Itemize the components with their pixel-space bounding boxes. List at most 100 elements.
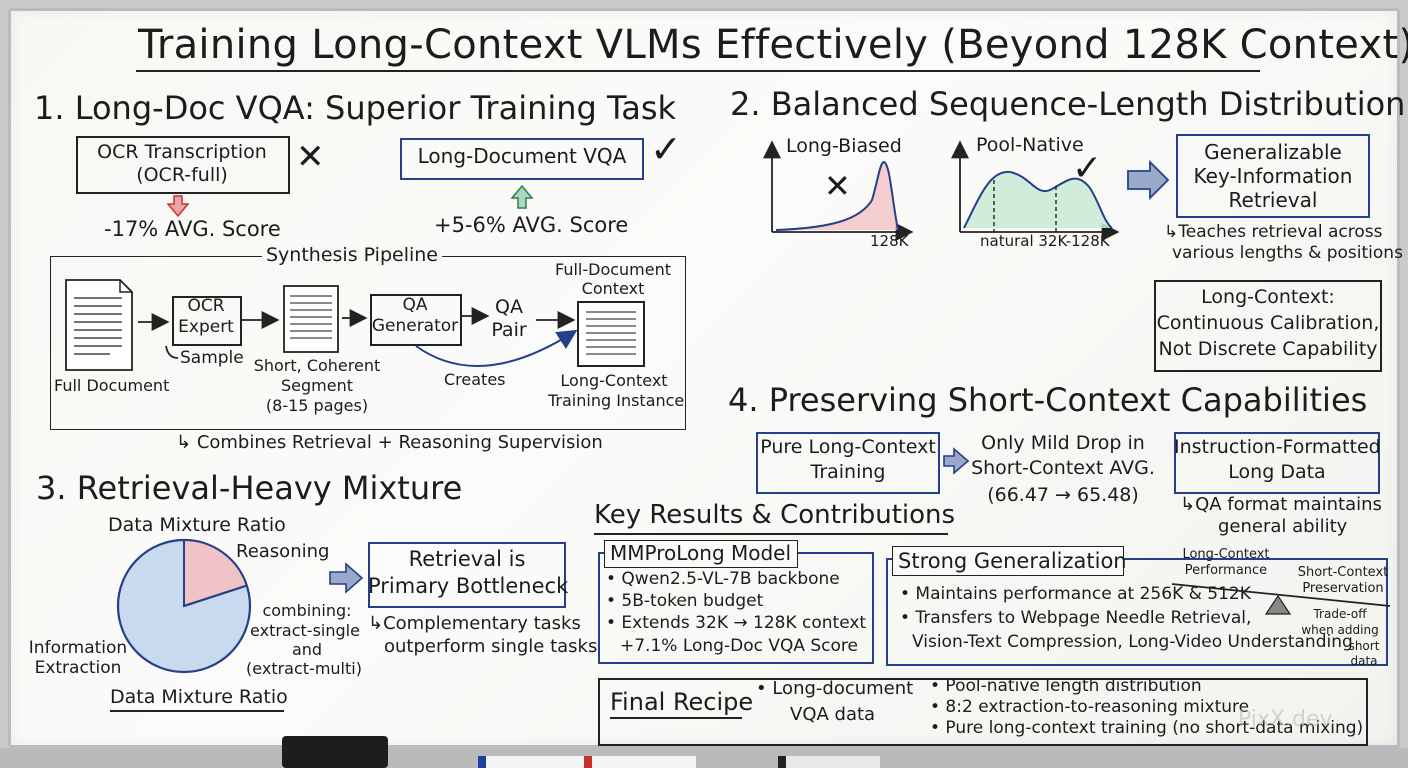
pipeline-title: Synthesis Pipeline bbox=[265, 244, 438, 266]
model-bullet-3: • Extends 32K → 128K context bbox=[606, 613, 867, 633]
generalizable-box bbox=[1176, 134, 1370, 218]
pie-info-line2: Extraction bbox=[136, 633, 224, 653]
hook-arrow-icon: ↳ bbox=[368, 613, 384, 634]
pure-box-line1: Pure Long-Context bbox=[760, 436, 936, 458]
teaches-line2: various lengths & positions bbox=[1172, 243, 1403, 263]
full-context-line1: Full-Document bbox=[554, 260, 672, 279]
pool-native-label: Pool-Native bbox=[976, 134, 1084, 156]
mild-drop-line1: Only Mild Drop in bbox=[981, 432, 1145, 454]
natural-range-label: natural 32K-128K bbox=[980, 232, 1110, 250]
calib-line2: Continuous Calibration, bbox=[1156, 312, 1380, 334]
qa-pair-line2: Pair bbox=[491, 319, 527, 341]
qa-format-line1: ↳QA format maintains bbox=[1180, 494, 1382, 515]
reasoning-label: Reasoning bbox=[236, 541, 330, 562]
final-recipe-label: Final Recipe bbox=[610, 688, 754, 716]
watermark: PixX.dev bbox=[1238, 707, 1333, 732]
ocr-score: -17% AVG. Score bbox=[104, 217, 281, 241]
page-title: Training Long-Context VLMs Effectively (… bbox=[138, 22, 1408, 68]
segment-line2: Segment bbox=[281, 376, 353, 395]
generalization-title-box bbox=[892, 546, 1124, 576]
segment-line3: (8-15 pages) bbox=[265, 396, 369, 415]
long-biased-cross-icon: ✕ bbox=[824, 167, 851, 205]
instruction-formatted-box bbox=[1174, 432, 1380, 494]
generalization-title: Strong Generalization bbox=[898, 549, 1127, 573]
sc-pres-line1: Short-Context bbox=[1297, 565, 1389, 580]
pie-info-line1: Information bbox=[130, 613, 230, 633]
lc-perf-line2: Performance bbox=[1184, 563, 1268, 578]
marker-tray bbox=[0, 748, 1408, 768]
ocr-cross-icon: ✕ bbox=[296, 137, 325, 177]
qa-format-line2: general ability bbox=[1218, 516, 1348, 537]
vqa-score: +5-6% AVG. Score bbox=[434, 213, 629, 237]
mmprolong-title: MMProLong Model bbox=[610, 541, 792, 565]
sc-pres-line2: Preservation bbox=[1302, 581, 1384, 596]
combining-line4: (extract-multi) bbox=[246, 659, 362, 678]
gen-bullet-2: • Transfers to Webpage Needle Retrieval, bbox=[900, 608, 1252, 628]
info-outside-line2: Extraction bbox=[34, 658, 122, 678]
calib-line1: Long-Context: bbox=[1201, 286, 1335, 308]
model-bullet-1: • Qwen2.5-VL-7B backbone bbox=[606, 569, 840, 589]
pure-long-context-box bbox=[756, 432, 940, 494]
mild-drop-line2: Short-Context AVG. bbox=[971, 457, 1155, 479]
pipeline-note: ↳ Combines Retrieval + Reasoning Supervi… bbox=[176, 432, 603, 453]
section4-heading: 4. Preserving Short-Context Capabilities bbox=[728, 381, 1368, 419]
eraser[interactable] bbox=[282, 736, 388, 768]
full-context-line2: Context bbox=[581, 279, 645, 298]
bottleneck-line1: Retrieval is bbox=[408, 547, 526, 571]
model-bullet-2: • 5B-token budget bbox=[606, 591, 764, 611]
vqa-check-icon: ✓ bbox=[650, 127, 682, 171]
combining-line3: and bbox=[291, 640, 323, 659]
calib-line3: Not Discrete Capability bbox=[1158, 338, 1378, 360]
qa-format-text1: QA format maintains bbox=[1195, 494, 1382, 515]
hook-arrow-icon: ↳ bbox=[1164, 222, 1179, 242]
section1-heading: 1. Long-Doc VQA: Superior Training Task bbox=[34, 89, 677, 127]
teaches-text1: Teaches retrieval across bbox=[1178, 222, 1383, 242]
mmprolong-title-box bbox=[604, 540, 798, 568]
instance-line2: Training Instance bbox=[548, 391, 685, 410]
generalization-panel bbox=[886, 558, 1388, 666]
final-recipe-underline bbox=[610, 717, 742, 719]
black-marker[interactable] bbox=[778, 756, 880, 768]
complementary-line1: ↳Complementary tasks bbox=[368, 613, 581, 634]
pipeline-note-text: Combines Retrieval + Reasoning Supervisi… bbox=[196, 432, 603, 453]
recipe-col2-line2: • 8:2 extraction-to-reasoning mixture bbox=[930, 697, 1250, 717]
qa-pair-line1: QA bbox=[495, 296, 523, 318]
ocr-transcription-box bbox=[76, 136, 290, 194]
gen-box-line2: Key-Information bbox=[1193, 164, 1353, 188]
gen-bullet-1: • Maintains performance at 256K & 512K bbox=[900, 584, 1251, 604]
combining-line1: combining: bbox=[262, 601, 352, 620]
tradeoff-line4: data bbox=[1350, 654, 1378, 668]
creates-label: Creates bbox=[444, 370, 506, 389]
red-marker[interactable] bbox=[584, 756, 696, 768]
qa-generator-line2: Generator bbox=[371, 316, 459, 336]
ocr-expert-line2: Expert bbox=[178, 317, 234, 337]
ocr-box-line2: (OCR-full) bbox=[136, 164, 228, 186]
mild-drop-line3: (66.47 → 65.48) bbox=[987, 484, 1139, 506]
instr-box-line2: Long Data bbox=[1228, 461, 1326, 483]
ocr-expert-line1: OCR bbox=[187, 296, 225, 316]
pure-box-line2: Training bbox=[810, 461, 886, 483]
complementary-line2: outperform single tasks bbox=[384, 636, 598, 657]
instance-line1: Long-Context bbox=[560, 371, 668, 390]
recipe-col1-line1: • Long-document bbox=[756, 678, 914, 699]
pool-native-check-icon: ✓ bbox=[1072, 148, 1103, 189]
section2-heading: 2. Balanced Sequence-Length Distribution bbox=[730, 85, 1406, 123]
section3-heading: 3. Retrieval-Heavy Mixture bbox=[36, 469, 463, 507]
long-biased-label: Long-Biased bbox=[786, 135, 902, 157]
bottleneck-box bbox=[368, 542, 566, 608]
results-heading: Key Results & Contributions bbox=[594, 500, 956, 530]
gen-bullet-3: Vision-Text Compression, Long-Video Unde… bbox=[912, 632, 1353, 652]
recipe-col2-line1: • Pool-native length distribution bbox=[930, 676, 1202, 696]
pie-pct-80: 80% bbox=[134, 590, 175, 611]
segment-line1: Short, Coherent bbox=[253, 356, 381, 375]
pie-pct-20: 20% bbox=[190, 560, 235, 584]
model-score: +7.1% Long-Doc VQA Score bbox=[620, 636, 859, 656]
results-underline bbox=[594, 533, 948, 535]
gen-box-line3: Retrieval bbox=[1228, 188, 1318, 212]
tick-128k: 128K bbox=[870, 232, 909, 250]
blue-marker[interactable] bbox=[478, 756, 586, 768]
calibration-box bbox=[1154, 280, 1382, 372]
bottleneck-line2: Primary Bottleneck bbox=[368, 574, 569, 598]
ocr-box-line1: OCR Transcription bbox=[97, 141, 267, 163]
vqa-box-label: Long-Document VQA bbox=[417, 144, 627, 168]
